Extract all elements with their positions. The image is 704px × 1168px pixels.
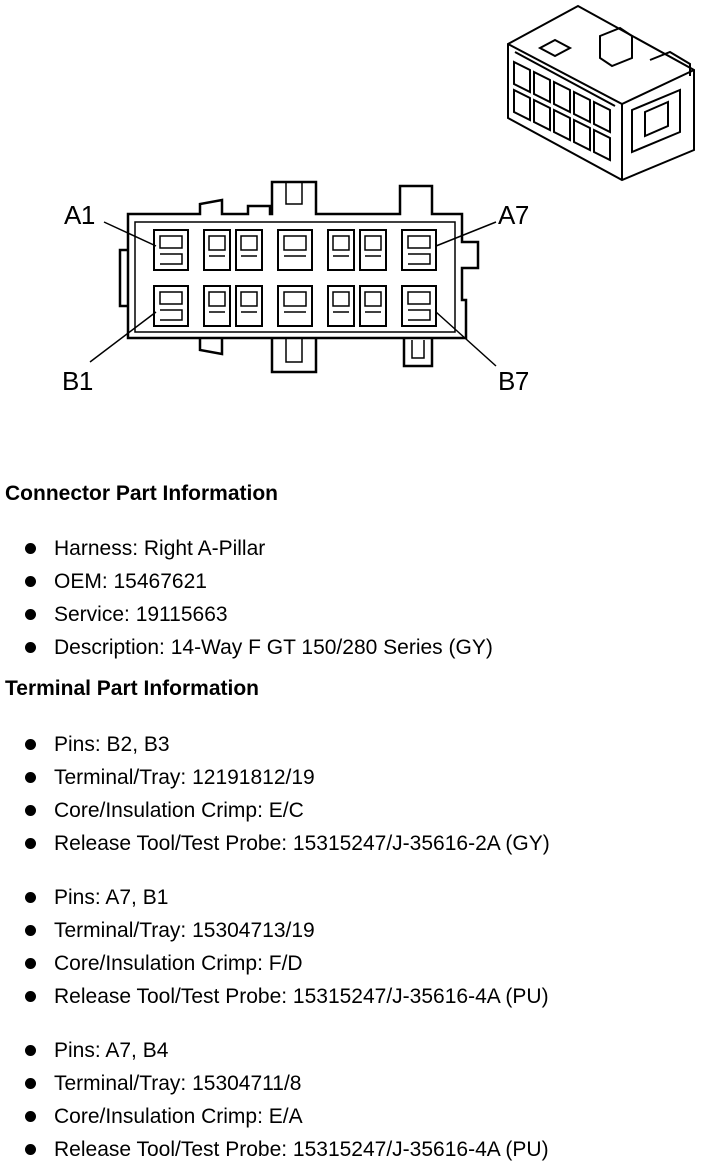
bullet-icon xyxy=(25,576,36,587)
connector-isometric-view xyxy=(507,4,695,182)
bullet-icon xyxy=(25,1144,36,1155)
connector-face-body xyxy=(118,180,480,374)
bullet-icon xyxy=(25,772,36,783)
bullet-icon xyxy=(25,609,36,620)
cavity-row-a xyxy=(153,229,437,271)
list-item: OEM: 15467621 xyxy=(0,565,493,598)
bullet-icon xyxy=(25,543,36,554)
bullet-icon xyxy=(25,925,36,936)
list-item: Release Tool/Test Probe: 15315247/J-3561… xyxy=(0,827,550,860)
bullet-icon xyxy=(25,958,36,969)
list-item: Terminal/Tray: 15304711/8 xyxy=(0,1067,549,1100)
bullet-icon xyxy=(25,1078,36,1089)
list-item: Pins: A7, B1 xyxy=(0,881,549,914)
connector-face-drawing xyxy=(89,4,695,374)
list-item: Core/Insulation Crimp: E/A xyxy=(0,1100,549,1133)
pin-label-b1: B1 xyxy=(62,366,93,396)
terminal-group-3: Pins: A7, B4 Terminal/Tray: 15304711/8 C… xyxy=(0,1034,549,1166)
terminal-group-1: Pins: B2, B3 Terminal/Tray: 12191812/19 … xyxy=(0,728,550,860)
bullet-icon xyxy=(25,991,36,1002)
terminal-group-2: Pins: A7, B1 Terminal/Tray: 15304713/19 … xyxy=(0,881,549,1013)
list-item: Terminal/Tray: 12191812/19 xyxy=(0,761,550,794)
pin-label-a7: A7 xyxy=(498,200,529,230)
bullet-icon xyxy=(25,1045,36,1056)
list-item: Release Tool/Test Probe: 15315247/J-3561… xyxy=(0,1133,549,1166)
connector-diagram: A1 A7 B1 B7 xyxy=(0,0,704,420)
bullet-icon xyxy=(25,805,36,816)
bullet-icon xyxy=(25,1111,36,1122)
bullet-icon xyxy=(25,892,36,903)
bullet-icon xyxy=(25,739,36,750)
pin-leader-lines xyxy=(89,221,497,367)
list-item: Core/Insulation Crimp: E/C xyxy=(0,794,550,827)
list-item: Release Tool/Test Probe: 15315247/J-3561… xyxy=(0,980,549,1013)
list-item: Terminal/Tray: 15304713/19 xyxy=(0,914,549,947)
list-item: Pins: B2, B3 xyxy=(0,728,550,761)
pin-label-b7: B7 xyxy=(498,366,529,396)
list-item: Core/Insulation Crimp: F/D xyxy=(0,947,549,980)
list-item: Pins: A7, B4 xyxy=(0,1034,549,1067)
list-item: Description: 14-Way F GT 150/280 Series … xyxy=(0,631,493,664)
list-item: Service: 19115663 xyxy=(0,598,493,631)
list-item: Harness: Right A-Pillar xyxy=(0,532,493,565)
pin-label-a1: A1 xyxy=(64,200,95,230)
bullet-icon xyxy=(25,642,36,653)
cavity-row-b xyxy=(153,285,437,327)
bullet-icon xyxy=(25,838,36,849)
connector-part-info-heading: Connector Part Information xyxy=(5,482,279,505)
connector-info-list: Harness: Right A-Pillar OEM: 15467621 Se… xyxy=(0,532,493,664)
terminal-part-info-heading: Terminal Part Information xyxy=(5,677,259,700)
